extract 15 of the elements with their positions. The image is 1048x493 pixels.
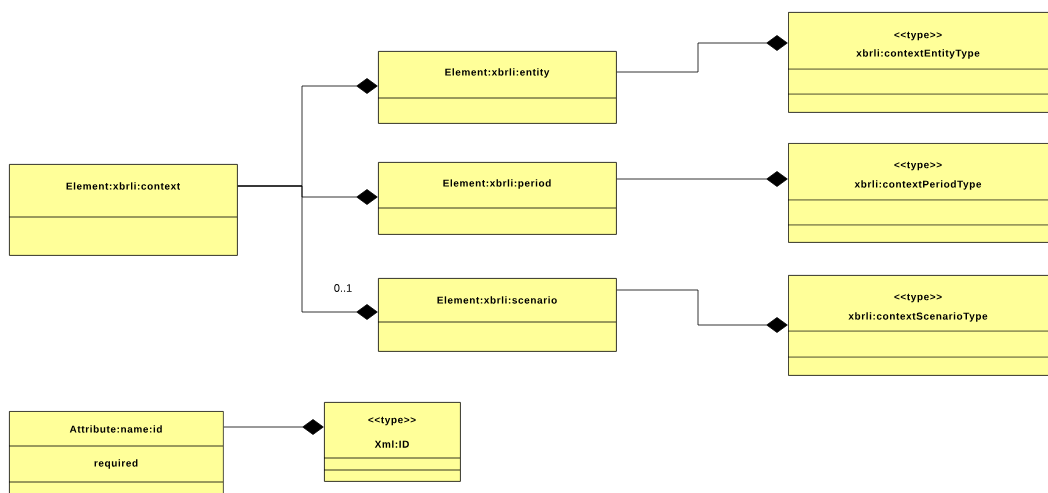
composition-line [616, 289, 788, 333]
class-box: Element:xbrli:scenario [377, 278, 617, 352]
composition-line [616, 171, 788, 187]
class-box: <<type>> Xml:ID [323, 402, 461, 482]
composition-line [223, 419, 324, 435]
class-box: <<type>> xbrli:contextPeriodType [787, 143, 1048, 243]
class-box: Element:xbrli:entity [377, 51, 617, 124]
composition-line [616, 35, 788, 73]
multiplicity-label: 0..1 [332, 283, 354, 293]
class-box: <<type>> xbrli:contextEntityType [787, 12, 1048, 113]
composition-line [237, 185, 378, 320]
class-box: <<type>> xbrli:contextScenarioType [787, 275, 1048, 376]
class-box: Element:xbrli:context [8, 164, 238, 256]
class-box: Attribute:name:id required [8, 411, 224, 493]
class-box: Element:xbrli:period [377, 162, 617, 235]
